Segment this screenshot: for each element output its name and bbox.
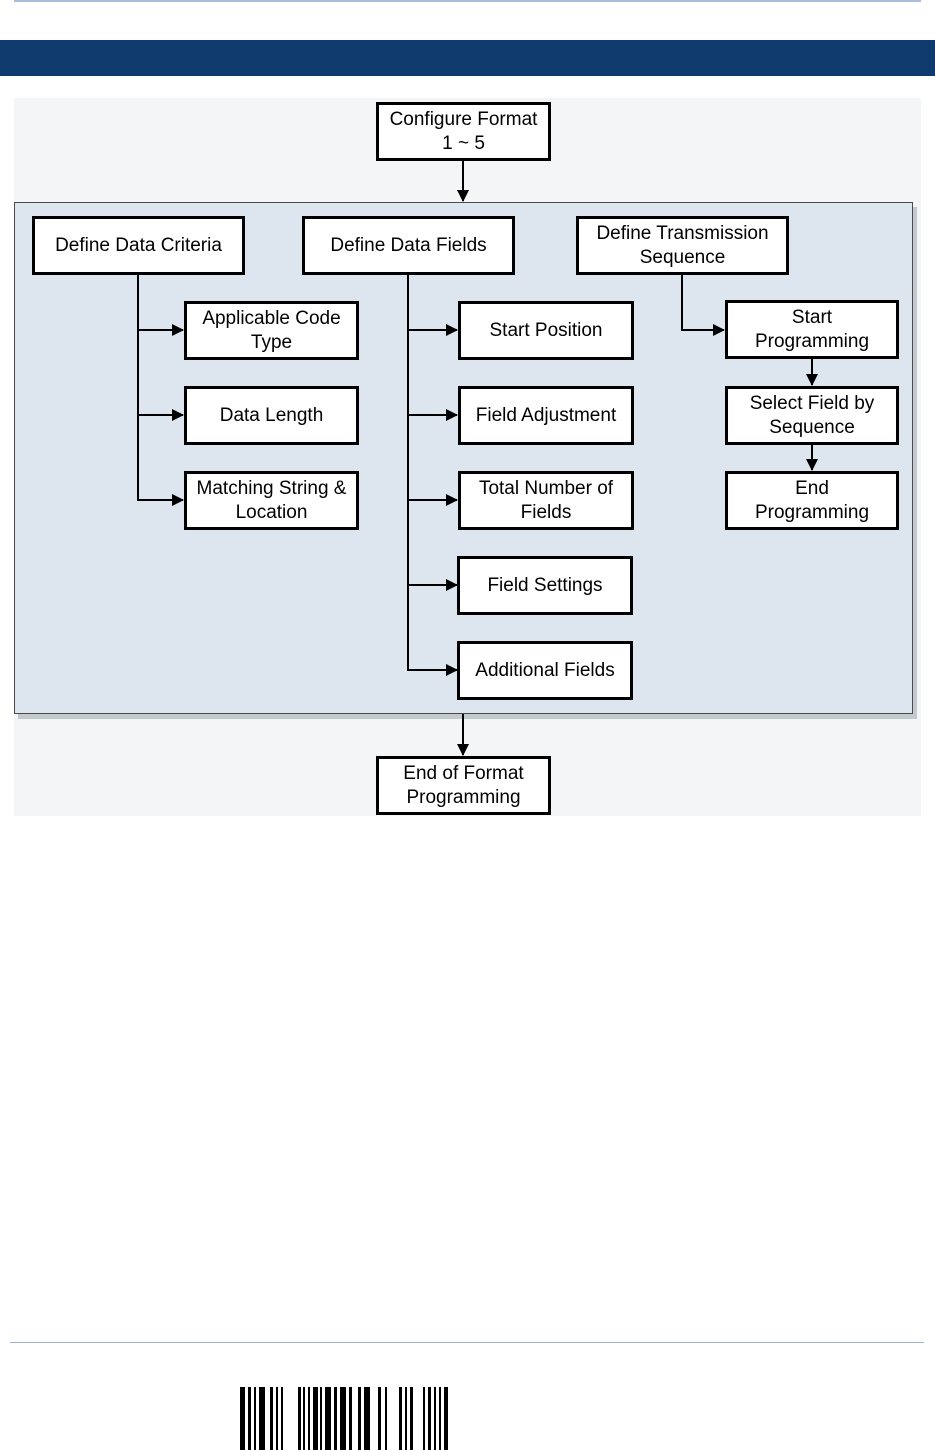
barcode-icon [240, 1387, 448, 1450]
total-number-of-fields-box: Total Number of Fields [458, 471, 634, 530]
start-position-box: Start Position [458, 301, 634, 360]
field-settings-box: Field Settings [457, 556, 633, 615]
additional-fields-box: Additional Fields [457, 641, 633, 700]
configure-format-box: Configure Format 1 ~ 5 [376, 102, 551, 161]
end-of-format-box: End of Format Programming [376, 756, 551, 815]
matching-string-location-box: Matching String & Location [184, 471, 359, 530]
field-adjustment-box: Field Adjustment [458, 386, 634, 445]
define-data-criteria-box: Define Data Criteria [32, 216, 245, 275]
applicable-code-type-box: Applicable Code Type [184, 301, 359, 360]
select-field-by-sequence-box: Select Field by Sequence [725, 386, 899, 445]
start-programming-box: Start Programming [725, 300, 899, 359]
bottom-rule [10, 1342, 924, 1343]
end-programming-box: End Programming [725, 471, 899, 530]
data-length-box: Data Length [184, 386, 359, 445]
define-transmission-sequence-box: Define Transmission Sequence [576, 216, 789, 275]
header-band [0, 40, 935, 76]
top-rule [14, 0, 921, 2]
format-programming-panel [14, 202, 913, 714]
define-data-fields-box: Define Data Fields [302, 216, 515, 275]
